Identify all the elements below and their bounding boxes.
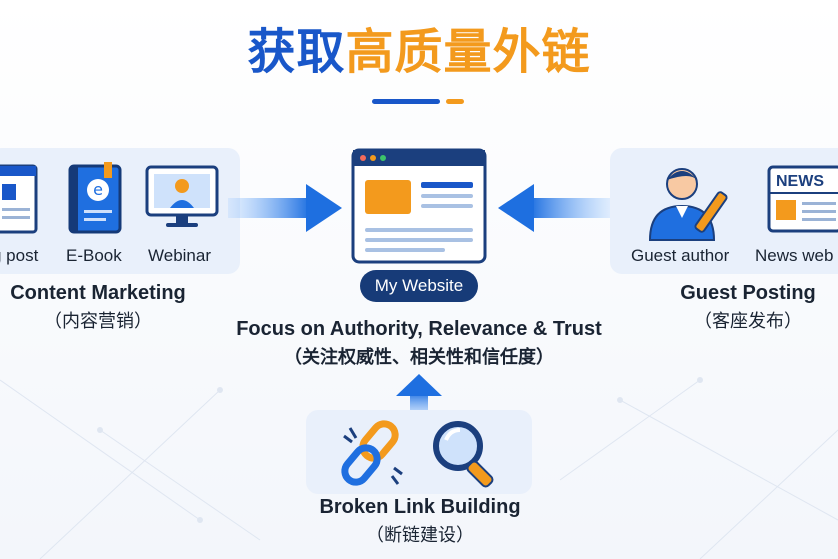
title-part-1: 获取 bbox=[247, 24, 346, 80]
page-title: 获取高质量外链 bbox=[0, 22, 838, 82]
webinar-label: Webinar bbox=[148, 246, 211, 265]
content-marketing-caption: Content Marketing （内容营销） bbox=[0, 282, 198, 333]
blog-post-icon bbox=[0, 164, 38, 234]
focus-subtitle: （关注权威性、相关性和信任度） bbox=[284, 347, 554, 367]
content-marketing-title: Content Marketing bbox=[10, 282, 186, 304]
my-website-browser-icon bbox=[351, 148, 487, 264]
right-arrow-icon bbox=[228, 184, 342, 232]
title-underline-orange bbox=[446, 99, 464, 104]
my-website-badge: My Website bbox=[360, 270, 478, 302]
guest-posting-title: Guest Posting bbox=[680, 282, 816, 304]
broken-chain-icon bbox=[341, 420, 403, 486]
webinar-monitor-icon bbox=[145, 165, 219, 227]
broken-link-caption: Broken Link Building （断链建设） bbox=[280, 496, 560, 547]
blog-post-label: g post bbox=[0, 246, 39, 265]
focus-title: Focus on Authority, Relevance & Trust bbox=[236, 318, 602, 340]
news-website-label: News web bbox=[755, 246, 834, 265]
ebook-label: E-Book bbox=[66, 246, 122, 265]
guest-posting-caption: Guest Posting （客座发布） bbox=[648, 282, 838, 333]
magnifier-icon bbox=[433, 421, 494, 488]
ebook-icon: e bbox=[68, 162, 122, 234]
focus-caption: Focus on Authority, Relevance & Trust （关… bbox=[190, 318, 648, 369]
news-label: NEWS bbox=[776, 173, 824, 190]
content-marketing-subtitle: （内容营销） bbox=[44, 311, 152, 331]
guest-posting-subtitle: （客座发布） bbox=[694, 311, 802, 331]
title-underline-blue bbox=[372, 99, 440, 104]
news-website-icon: NEWS bbox=[767, 165, 838, 233]
title-part-2: 高质量外链 bbox=[345, 24, 591, 80]
left-arrow-icon bbox=[498, 184, 614, 232]
ebook-letter: e bbox=[93, 180, 103, 199]
guest-author-icon bbox=[648, 168, 728, 241]
broken-link-subtitle: （断链建设） bbox=[366, 525, 474, 545]
broken-link-panel bbox=[306, 410, 532, 494]
guest-author-label: Guest author bbox=[631, 246, 730, 265]
broken-link-title: Broken Link Building bbox=[319, 496, 521, 518]
